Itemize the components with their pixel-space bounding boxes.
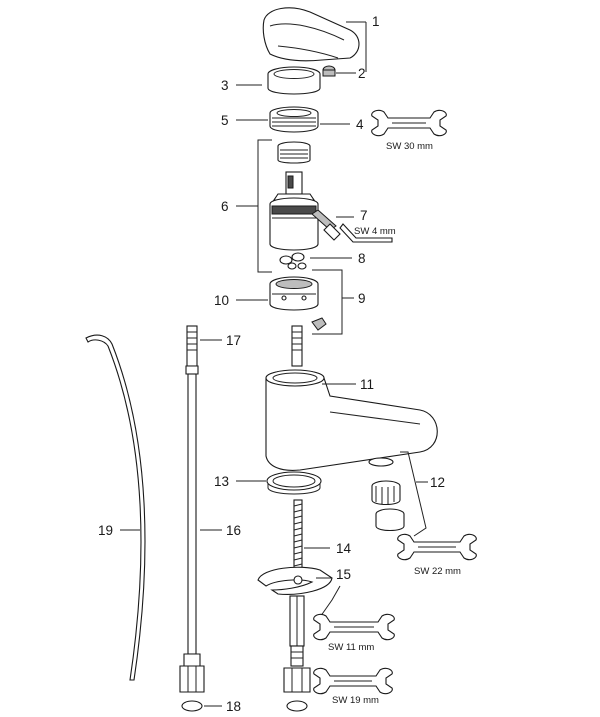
cartridge (269, 141, 319, 251)
part-label-4: 4 (356, 117, 364, 132)
part-label-10: 10 (214, 293, 229, 308)
o-rings (279, 252, 307, 270)
fixing-screw (311, 209, 341, 241)
part-label-17: 17 (226, 333, 241, 348)
wrench-sw11-icon (313, 613, 395, 641)
part-label-12: 12 (430, 475, 445, 490)
mixing-insert (269, 276, 319, 311)
part-label-14: 14 (336, 541, 352, 556)
part-label-8: 8 (358, 251, 366, 266)
tool-label-sw30: SW 30 mm (386, 141, 433, 152)
aerator-set (368, 457, 405, 532)
cartridge-nut (269, 106, 319, 133)
part-label-11: 11 (360, 377, 374, 392)
tool-label-sw4: SW 4 mm (354, 226, 396, 237)
center-hose-end (283, 645, 311, 712)
part-label-9: 9 (358, 291, 366, 306)
part-label-6: 6 (221, 199, 229, 214)
base-gasket (266, 471, 322, 495)
part-label-19: 19 (98, 523, 113, 538)
center-hex-sleeve (289, 595, 305, 647)
small-pin (311, 317, 327, 331)
wrench-sw30-icon (371, 109, 447, 137)
faucet-body (265, 369, 438, 471)
curved-rod (85, 334, 146, 681)
part-label-18: 18 (226, 699, 241, 714)
tool-label-sw19: SW 19 mm (332, 695, 379, 706)
set-screw (322, 65, 336, 77)
part-label-1: 1 (372, 14, 380, 29)
part-label-5: 5 (221, 113, 229, 128)
flexible-hose (179, 325, 205, 712)
cover-ring (267, 66, 321, 95)
wrench-sw19-icon (313, 667, 393, 695)
inlet-nipple-center (291, 325, 303, 367)
lever-handle (262, 7, 360, 62)
part-label-15: 15 (336, 567, 351, 582)
tool-label-sw22: SW 22 mm (414, 566, 461, 577)
wrench-sw22-icon (397, 533, 477, 561)
part-label-2: 2 (358, 66, 366, 81)
part-label-7: 7 (360, 208, 368, 223)
part-label-13: 13 (214, 474, 229, 489)
hex-key-icon (339, 223, 393, 243)
tool-label-sw11: SW 11 mm (328, 642, 374, 653)
horseshoe-plate (257, 566, 333, 595)
part-label-3: 3 (221, 78, 229, 93)
part-label-16: 16 (226, 523, 241, 538)
